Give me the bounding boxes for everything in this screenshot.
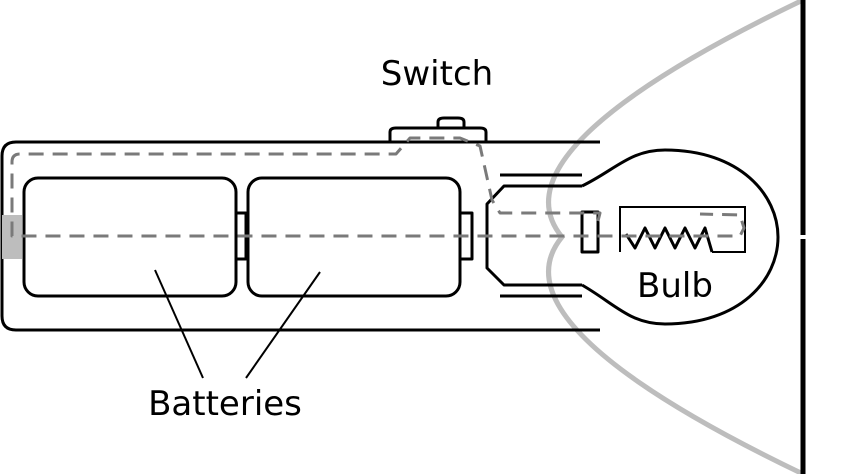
socket-contact bbox=[580, 210, 600, 254]
bulb-glass bbox=[581, 148, 780, 326]
filament-coil bbox=[624, 226, 714, 253]
battery-2-terminal bbox=[460, 211, 474, 261]
batteries-label: Batteries bbox=[148, 384, 302, 424]
bulb-label: Bulb bbox=[637, 266, 713, 306]
switch-housing bbox=[388, 126, 488, 142]
current-path bbox=[10, 136, 746, 238]
filament-holder bbox=[619, 206, 746, 253]
battery-2 bbox=[246, 176, 462, 298]
switch-button bbox=[436, 116, 466, 128]
batteries-leader-right bbox=[245, 271, 321, 379]
batteries-leader-left bbox=[154, 269, 204, 379]
switch-label: Switch bbox=[381, 54, 493, 94]
